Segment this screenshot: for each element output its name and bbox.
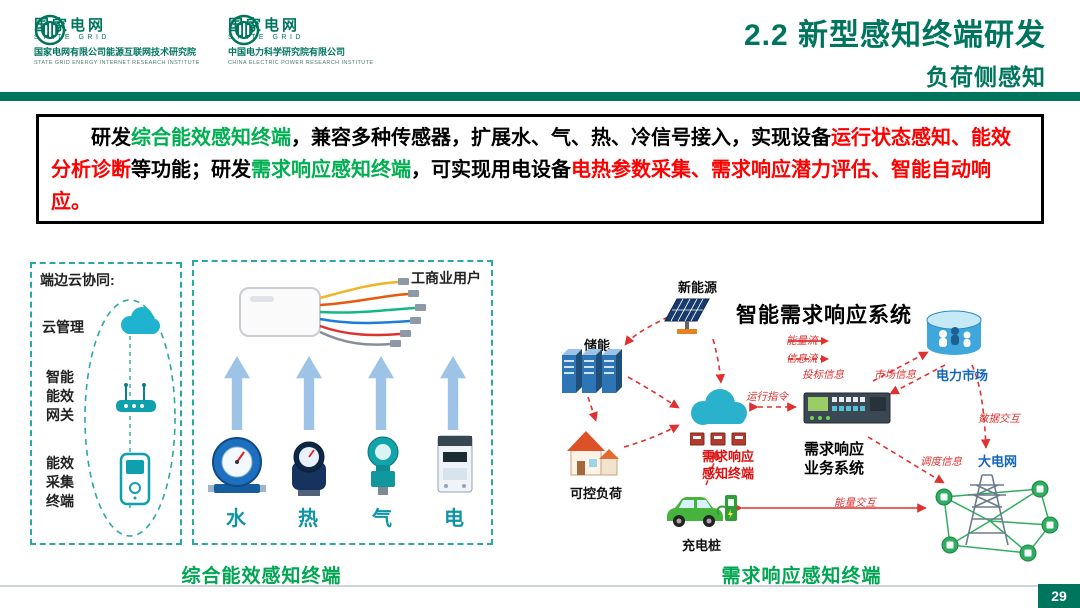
- dashed-ellipse-decoration: [78, 294, 178, 542]
- legend-info-label: 信息流: [786, 353, 818, 365]
- summary-segment: ，可实现用电设备: [411, 159, 571, 181]
- summary-segment: ，兼容多种传感器，扩展水、气、热、冷信号接入，实现设备: [291, 127, 831, 149]
- energy-storage-icon: [560, 347, 624, 397]
- page-subtitle: 负荷侧感知: [926, 64, 1046, 90]
- flow-label-market-info: 市场信息: [874, 369, 916, 381]
- water-meter-icon: [208, 434, 266, 498]
- node-label-charger: 充电桩: [682, 538, 722, 553]
- data-flow-arrow: [296, 356, 322, 430]
- cloud-icon: [116, 306, 162, 336]
- logo-name-en: STATE GRID: [228, 33, 304, 41]
- logo-row: 国家电网 STATE GRID: [34, 14, 209, 45]
- flow-label-data: 数据交互: [978, 413, 1020, 425]
- header-divider-bar: [0, 92, 1080, 101]
- logo-org-name: 中国电力科学研究院有限公司: [228, 47, 346, 58]
- summary-segment: 需求响应感知终端: [251, 159, 411, 181]
- data-flow-arrow: [368, 356, 394, 430]
- node-label-grid: 大电网: [978, 454, 1018, 469]
- cloud-edge-panel: 端边云协同: 云管理 智能能效网关 能效采集终端: [30, 262, 182, 545]
- demand-response-diagram: 智能需求响应系统 新能源 储能: [528, 255, 1075, 567]
- legend-info-flow: 信息流: [786, 351, 829, 366]
- heat-meter-icon: [280, 436, 338, 500]
- summary-segment: 研发: [91, 127, 131, 149]
- state-grid-logo-icon: [228, 14, 260, 46]
- ev-charging-icon: [663, 487, 741, 533]
- right-figure-caption: 需求响应感知终端: [721, 566, 882, 587]
- data-flow-arrow: [224, 356, 250, 430]
- diagram-title: 智能需求响应系统: [736, 304, 912, 327]
- logo-org-name: 国家电网有限公司能源互联网技术研究院: [34, 47, 197, 58]
- summary-segment: 电热参数采集、需求响应潜力评估、智能自动响应: [51, 159, 991, 213]
- gas-meter-icon: [354, 434, 412, 498]
- flow-label-energy-exchange: 能量交互: [834, 497, 876, 509]
- summary-text: 研发综合能效感知终端，兼容多种传感器，扩展水、气、热、冷信号接入，实现设备运行状…: [51, 122, 1029, 218]
- house-icon: [563, 425, 621, 479]
- left-figure-caption: 综合能效感知终端: [181, 566, 342, 587]
- node-label-business-system: 需求响应业务系统: [804, 441, 865, 477]
- layer-label-cloud: 云管理: [42, 319, 84, 335]
- node-label-market: 电力市场: [936, 368, 989, 383]
- summary-box: 研发综合能效感知终端，兼容多种传感器，扩展水、气、热、冷信号接入，实现设备运行状…: [36, 114, 1044, 224]
- business-system-device-icon: [802, 383, 892, 433]
- meter-label-electric: 电: [444, 508, 464, 530]
- state-grid-logo-icon: [34, 14, 66, 46]
- industrial-user-panel: 工商业用户: [192, 260, 493, 545]
- page-number: 29: [1038, 584, 1080, 608]
- meter-label-heat: 热: [298, 508, 318, 530]
- sensing-cloud-icon: [683, 385, 753, 431]
- logo-org-name-en: CHINA ELECTRIC POWER RESEARCH INSTITUTE: [228, 60, 374, 67]
- energy-terminal-device-icon: [236, 272, 446, 352]
- legend-energy-flow: 能量流: [786, 333, 829, 348]
- layer-label-terminal: 能效采集终端: [46, 455, 74, 509]
- node-label-load: 可控负荷: [570, 486, 623, 501]
- data-flow-arrow: [440, 356, 466, 430]
- node-label-sensing-terminal: 需求响应感知终端: [701, 449, 754, 481]
- sensing-terminal-meters-icon: [689, 431, 747, 447]
- solid-arrow-sample-icon: [786, 336, 830, 346]
- footer-divider-line: [0, 585, 1080, 587]
- meter-label-water: 水: [226, 508, 246, 530]
- layer-label-gateway: 智能能效网关: [46, 369, 74, 423]
- header: 国家电网 STATE GRID 国家电网有限公司能源互联网技术研究院 STATE…: [0, 0, 1080, 92]
- summary-segment: 运行状态感知、能效分析诊断: [51, 127, 1011, 181]
- logo-sgeri: 国家电网 STATE GRID 国家电网有限公司能源互联网技术研究院 STATE…: [34, 14, 209, 67]
- gateway-router-icon: [112, 380, 160, 416]
- dashed-arrow-sample-icon: [786, 354, 830, 364]
- electric-meter-icon: [426, 432, 484, 496]
- collection-terminal-icon: [116, 450, 154, 508]
- node-label-solar: 新能源: [678, 280, 718, 295]
- summary-segment: 综合能效感知终端: [131, 127, 291, 149]
- logo-name-en: STATE GRID: [34, 33, 110, 41]
- logo-cepri: 国家电网 STATE GRID 中国电力科学研究院有限公司 CHINA ELEC…: [228, 14, 403, 67]
- solar-panel-icon: [663, 293, 713, 337]
- cloud-edge-title: 端边云协同:: [40, 272, 115, 288]
- page-title: 2.2 新型感知终端研发: [743, 19, 1046, 52]
- power-market-icon: [923, 310, 985, 362]
- summary-segment: 等功能；研发: [131, 159, 251, 181]
- flow-label-command: 运行指令: [746, 391, 788, 403]
- title-block: 2.2 新型感知终端研发 负荷侧感知: [744, 10, 1046, 92]
- meter-label-gas: 气: [372, 508, 392, 530]
- power-grid-tower-icon: [928, 467, 1063, 565]
- industrial-user-label: 工商业用户: [411, 270, 481, 286]
- logo-row: 国家电网 STATE GRID: [228, 14, 403, 45]
- logo-org-name-en: STATE GRID ENERGY INTERNET RESEARCH INST…: [34, 60, 200, 67]
- summary-segment: 。: [71, 191, 91, 213]
- flow-label-bid: 投标信息: [802, 369, 844, 381]
- flow-label-dispatch: 调度信息: [920, 456, 962, 468]
